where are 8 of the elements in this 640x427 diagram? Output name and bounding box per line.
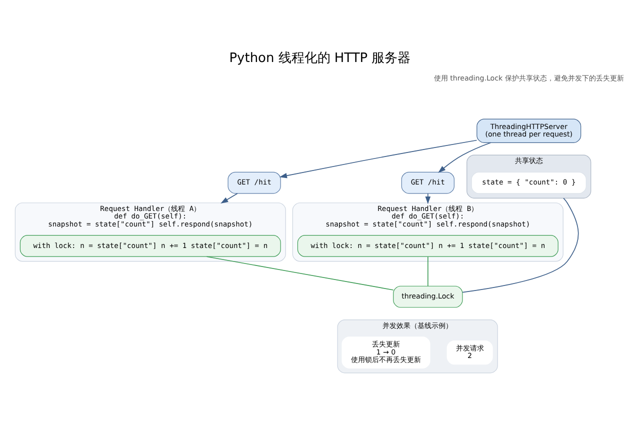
connector	[206, 256, 394, 290]
connector	[462, 198, 579, 293]
arrow	[220, 193, 238, 204]
connector	[427, 256, 428, 286]
diagram-title: Python 线程化的 HTTP 服务器	[229, 51, 411, 66]
arrow	[425, 193, 431, 204]
arrow	[279, 140, 478, 178]
arrow	[438, 142, 492, 173]
